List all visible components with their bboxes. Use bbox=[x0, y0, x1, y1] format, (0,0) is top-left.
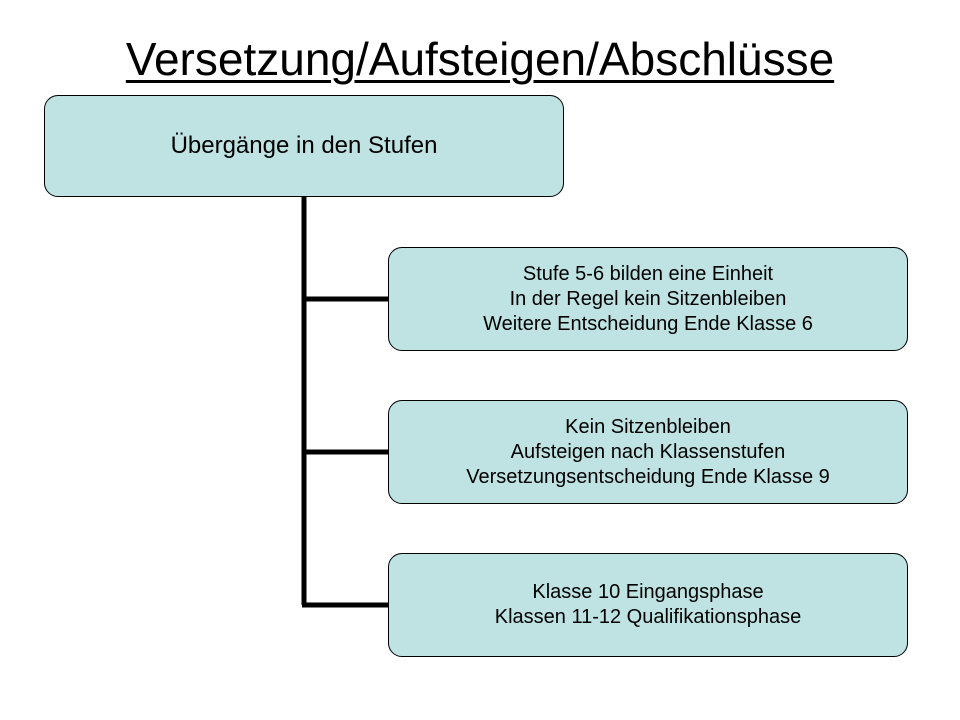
root-node-label: Übergänge in den Stufen bbox=[170, 132, 438, 159]
child-node-stufe-5-6: Stufe 5-6 bilden eine Einheit In der Reg… bbox=[388, 247, 908, 351]
slide-title: Versetzung/Aufsteigen/Abschlüsse bbox=[0, 28, 960, 90]
child-node-line: Weitere Entscheidung Ende Klasse 6 bbox=[483, 312, 813, 335]
child-node-line: Stufe 5-6 bilden eine Einheit bbox=[522, 262, 774, 285]
child-node-line: Kein Sitzenbleiben bbox=[565, 415, 731, 438]
child-node-line: Aufsteigen nach Klassenstufen bbox=[510, 440, 786, 463]
child-node-line: Klassen 11-12 Qualifikationsphase bbox=[494, 606, 802, 628]
root-node: Übergänge in den Stufen bbox=[44, 95, 564, 197]
slide-title-text: Versetzung/Aufsteigen/Abschlüsse bbox=[125, 33, 835, 85]
child-node-line: Versetzungsentscheidung Ende Klasse 9 bbox=[466, 465, 830, 488]
child-node-kein-sitzenbleiben: Kein Sitzenbleiben Aufsteigen nach Klass… bbox=[388, 400, 908, 504]
child-node-line: In der Regel kein Sitzenbleiben bbox=[509, 287, 787, 310]
child-node-line: Klasse 10 Eingangsphase bbox=[532, 581, 764, 603]
child-node-klasse-10: Klasse 10 Eingangsphase Klassen 11-12 Qu… bbox=[388, 553, 908, 657]
